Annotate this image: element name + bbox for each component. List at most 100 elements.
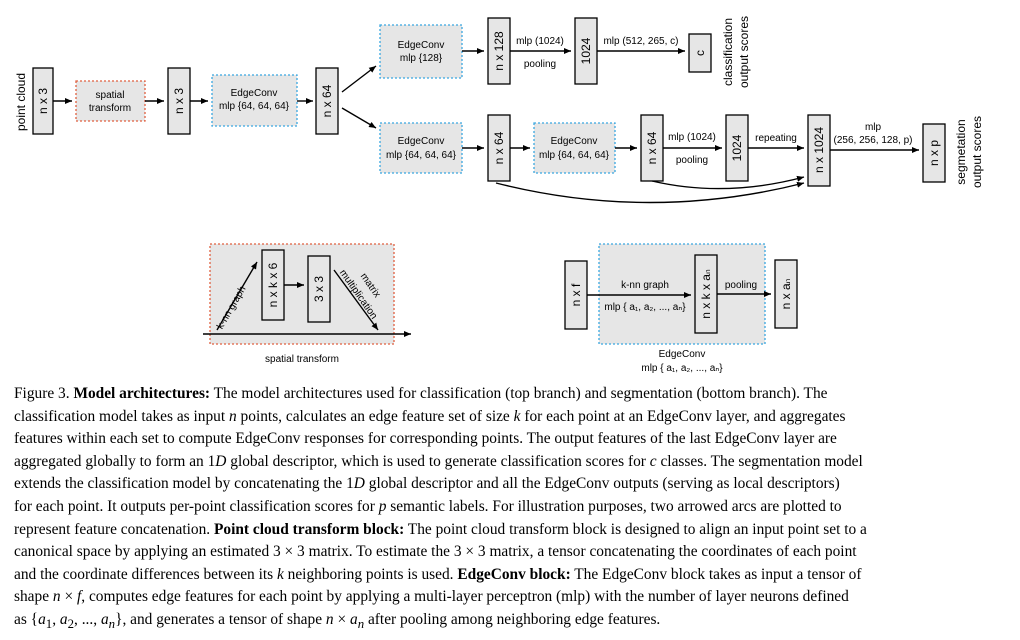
edgeconv-block-title-line2: mlp { a₁, a₂, ..., aₙ} (641, 363, 723, 374)
spatial-transform-line2: transform (89, 103, 131, 114)
caption-segment: as { (14, 610, 39, 628)
caption-segment: global descriptor and all the EdgeConv o… (364, 475, 840, 493)
cls-edgeconv-box (379, 24, 463, 79)
transform-matrix-box (307, 255, 331, 323)
caption-segment: 1 (45, 617, 53, 632)
seg-edgeconv-b-line1: EdgeConv (551, 136, 598, 147)
caption-segment: semantic labels. For illustration purpos… (386, 497, 842, 515)
seg-edgeconv-a-line1: EdgeConv (398, 136, 445, 147)
cls-output-box (688, 33, 712, 73)
arrow-knn (216, 261, 258, 331)
caption-line: aggregated globally to form an 1D global… (14, 451, 1008, 474)
transform-matrix-label: 3 x 3 (312, 276, 326, 302)
caption-segment: The point cloud transform block is desig… (404, 520, 867, 538)
point-cloud-label: point cloud (14, 73, 28, 131)
caption-segment: a (100, 610, 109, 628)
feat1-box (315, 67, 339, 135)
caption-segment: }, and generates a tensor of shape (115, 610, 326, 628)
caption-segment: represent feature concatenation. (14, 520, 214, 538)
caption-segment: Point cloud transform block: (213, 520, 405, 538)
concat-arc-from-feat-b (651, 175, 805, 190)
caption-segment: 2 (67, 617, 75, 632)
seg-output-title-line1: segmetation (954, 119, 968, 184)
edgeconv-block-tensor-label: n x k x aₙ (699, 269, 713, 319)
transformed-tensor-label: n x 3 (172, 88, 186, 114)
caption-segment: × (333, 610, 350, 628)
caption-segment: D (215, 452, 227, 470)
spatial-transform-box (75, 80, 146, 122)
caption-line: for each point. It outputs per-point cla… (14, 496, 1008, 519)
seg-edgeconv-b-box (533, 122, 616, 174)
caption-segment: classes. The segmentation model (656, 452, 863, 470)
caption-segment: f (76, 588, 82, 606)
caption-segment: n (325, 610, 334, 628)
caption-segment: a (349, 610, 358, 628)
caption-line: classification model takes as input n po… (14, 406, 1008, 429)
caption-segment: p (378, 497, 387, 515)
caption-segment: k (513, 407, 521, 425)
edgeconv-block-output-box (774, 259, 798, 329)
cls-edgeconv-line1: EdgeConv (398, 40, 445, 51)
seg-mlp2-line2: (256, 256, 128, p) (834, 135, 913, 146)
caption-segment: Model architectures: (73, 385, 211, 402)
edgeconv1-line1: EdgeConv (231, 88, 278, 99)
caption-line: Figure 3. Model architectures: The model… (14, 383, 1008, 406)
caption-line: and the coordinate differences between i… (14, 564, 1008, 587)
seg-edgeconv-a-line2: mlp {64, 64, 64} (386, 150, 457, 161)
caption-segment: a (38, 610, 46, 628)
edgeconv-block-output-label: n x aₙ (779, 278, 793, 309)
concat-arc-from-feat-a (495, 181, 805, 204)
caption-segment: neighboring points is used. (283, 565, 458, 583)
caption-segment: The EdgeConv block takes as input a tens… (570, 565, 862, 583)
caption-segment: × (60, 588, 77, 606)
seg-output-title-line2: output scores (970, 116, 984, 188)
cls-output-label: c (693, 50, 707, 56)
cls-global-label: 1024 (579, 37, 593, 64)
caption-line: shape n × f, computes edge features for … (14, 586, 1008, 609)
edgeconv-block-input-label: n x f (569, 283, 583, 306)
arrow-to-cls-branch (341, 65, 377, 93)
edgeconv1-box (211, 74, 298, 127)
caption-segment: n (357, 617, 365, 632)
seg-feat-b-label: n x 64 (645, 131, 659, 164)
caption-segment: n (229, 407, 237, 425)
caption-segment: after pooling among neighboring edge fea… (364, 610, 661, 628)
edgeconv1-line2: mlp {64, 64, 64} (219, 101, 290, 112)
seg-edgeconv-b-line2: mlp {64, 64, 64} (539, 150, 610, 161)
seg-output-box (922, 123, 946, 183)
edgeconv-block-title-line1: EdgeConv (659, 349, 706, 360)
caption-segment: points, calculates an edge feature set o… (236, 407, 514, 425)
caption-segment: The model architectures used for classif… (210, 385, 828, 402)
caption-segment: shape (14, 588, 53, 606)
caption-segment: global descriptor, which is used to gene… (226, 452, 650, 470)
seg-pooling-label: pooling (676, 155, 708, 166)
caption-segment: D (353, 475, 365, 493)
caption-segment: canonical space by applying an estimated… (14, 543, 857, 561)
seg-output-label: n x p (927, 140, 941, 166)
architecture-diagram: point cloud n x 3 spatial transform n x … (14, 16, 984, 374)
caption-segment: k (276, 565, 284, 583)
caption-segment: , (52, 610, 60, 628)
cls-pooling-label: pooling (524, 59, 556, 70)
seg-concat-label: n x 1024 (812, 127, 826, 173)
arrow-matrix-mult (333, 269, 379, 331)
caption-segment: features within each set to compute Edge… (14, 430, 837, 448)
cls-output-title-line2: output scores (737, 16, 751, 88)
caption-segment: and the coordinate differences between i… (14, 565, 277, 583)
caption-line: represent feature concatenation. Point c… (14, 519, 1008, 542)
caption-segment: for each point. It outputs per-point cla… (14, 497, 379, 515)
caption-segment: classification model takes as input (14, 407, 229, 425)
caption-segment: c (649, 452, 657, 470)
caption-segment: extends the classification model by conc… (14, 475, 354, 493)
input-tensor-label: n x 3 (36, 88, 50, 114)
transform-tensor-label: n x k x 6 (266, 262, 280, 307)
caption-segment: n (108, 617, 116, 632)
caption-line: features within each set to compute Edge… (14, 428, 1008, 451)
cls-edgeconv-line2: mlp {128} (400, 53, 443, 64)
caption-segment: aggregated globally to form an 1 (14, 452, 216, 470)
figure-caption: Figure 3. Model architectures: The model… (14, 383, 1008, 636)
caption-segment: , ..., (74, 610, 101, 628)
feat1-label: n x 64 (320, 84, 334, 117)
edgeconv-block-mlp-label: mlp { a₁, a₂, ..., aₙ} (604, 302, 686, 313)
arrow-to-seg-branch (341, 107, 377, 129)
